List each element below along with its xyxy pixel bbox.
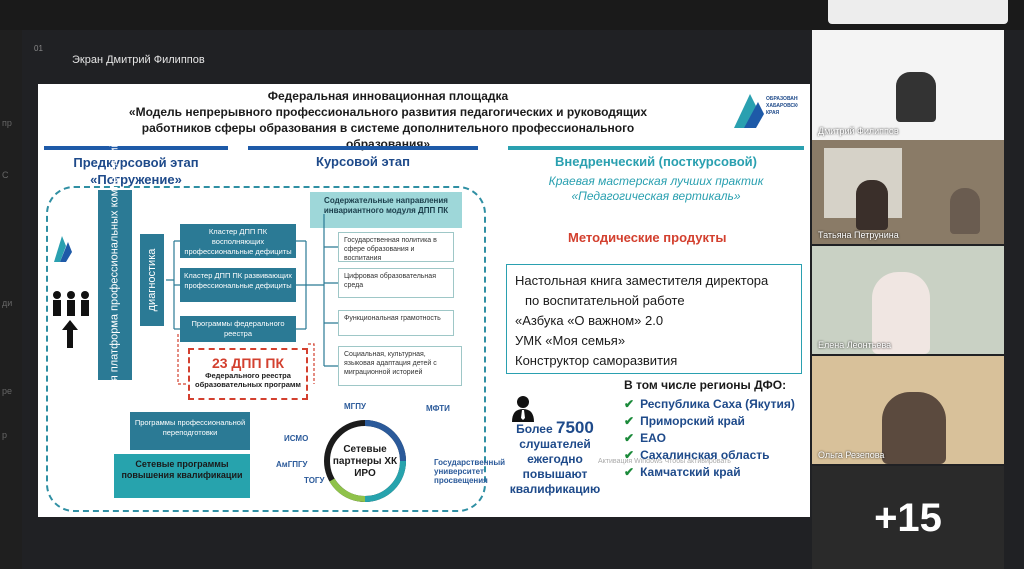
product-item-4: Конструктор саморазвития	[515, 353, 678, 368]
content-item-3: Функциональная грамотность	[338, 310, 454, 336]
partner-mfti: МФТИ	[426, 404, 450, 413]
stage-pre-label: Предкурсовой этап «Погружение»	[73, 155, 199, 187]
slide-title: Федеральная инновационная площадка «Моде…	[108, 88, 668, 152]
partner-gov-university: Государственный университет просвещения	[434, 458, 506, 485]
partner-togu: ТОГУ	[304, 476, 325, 485]
windows-activation-watermark: Активация Windows Чтобы активировать	[598, 458, 731, 465]
check-icon: ✔	[624, 414, 635, 428]
product-item-2: «Азбука «О важном» 2.0	[515, 313, 664, 328]
region-item: ✔Сахалинская область	[624, 448, 770, 462]
arrow-up-icon	[62, 320, 78, 348]
slide-counter: 01	[34, 44, 43, 53]
digital-platform-label: Цифровая платформа профессиональных комп…	[108, 141, 121, 429]
partner-amgpgu: АмГПГУ	[276, 460, 308, 469]
method-products-list: Настольная книга заместителя директора п…	[506, 264, 802, 374]
more-participants-tile[interactable]: +15	[812, 466, 1004, 569]
left-sidebar-strip: пр С ди ре р	[0, 30, 22, 569]
people-icon	[53, 291, 89, 316]
check-icon: ✔	[624, 448, 635, 462]
dpp-caption: Федерального реестра образовательных про…	[195, 371, 301, 389]
region-item: ✔Республика Саха (Якутия)	[624, 397, 795, 411]
participant-name: Елена Леонтьева	[818, 340, 892, 350]
stage-post-label: Внедренческий (посткурсовой)	[555, 154, 757, 169]
small-logo-icon	[54, 236, 72, 262]
listeners-stat: Более 7500 слушателей ежегодно повышают …	[500, 418, 610, 497]
participant-tile-4[interactable]: Ольга Резепова	[812, 356, 1004, 464]
stage-post-subtitle: Краевая мастерская лучших практик «Педаг…	[548, 174, 764, 203]
method-products-title: Методические продукты	[568, 230, 727, 245]
check-icon: ✔	[624, 431, 635, 445]
more-participants-count: +15	[874, 496, 942, 540]
product-item-1: Настольная книга заместителя директора	[515, 273, 769, 288]
cluster-box-2: Кластер ДПП ПК развивающих профессиональ…	[180, 268, 296, 302]
stage-post-course: Внедренческий (посткурсовой) Краевая мас…	[508, 146, 804, 206]
retraining-box: Программы профессиональной переподготовк…	[130, 412, 250, 450]
title-line-2: «Модель непрерывного профессионального р…	[128, 105, 648, 119]
listeners-number: 7500	[555, 418, 594, 437]
partners-circle-icon	[324, 420, 406, 503]
course-stage-frame	[46, 186, 486, 512]
check-icon: ✔	[624, 465, 635, 479]
region-item: ✔ЕАО	[624, 431, 666, 445]
dpp-federal-box: 23 ДПП ПК Федерального реестра образоват…	[188, 348, 308, 400]
participant-tile-1[interactable]: Дмитрий Филиппов	[812, 30, 1004, 140]
stage-course-label: Курсовой этап	[316, 154, 410, 169]
diagnostics-label: диагностика	[146, 248, 158, 312]
regions-list: ✔Республика Саха (Якутия) ✔Приморский кр…	[624, 396, 795, 481]
stage-course: Курсовой этап	[248, 146, 478, 182]
network-programs-box: Сетевые программы повышения квалификации	[114, 454, 250, 498]
regions-title: В том числе регионы ДФО:	[624, 378, 787, 392]
svg-text:ОБРАЗОВАНИЕ: ОБРАЗОВАНИЕ	[766, 96, 798, 102]
product-item-1b: по воспитательной работе	[525, 293, 685, 308]
check-icon: ✔	[624, 397, 635, 411]
participant-name: Ольга Резепова	[818, 450, 885, 460]
screen-share-label: Экран Дмитрий Филиппов	[72, 54, 205, 66]
product-item-3: УМК «Моя семья»	[515, 333, 626, 348]
digital-platform-box: Цифровая платформа профессиональных комп…	[98, 141, 132, 429]
participant-tile-2[interactable]: Татьяна Петрунина	[812, 140, 1004, 244]
participant-tile-3[interactable]: Елена Леонтьева	[812, 246, 1004, 354]
partner-mgpu: МГПУ	[344, 402, 366, 411]
cluster-box-1: Кластер ДПП ПК восполняющих профессионал…	[180, 224, 296, 258]
listeners-caption: слушателей ежегодно повышают квалификаци…	[509, 437, 601, 496]
top-bar	[0, 0, 1024, 30]
partners-center-label: Сетевые партнеры ХК ИРО	[332, 444, 398, 479]
svg-text:КРАЯ: КРАЯ	[766, 110, 780, 116]
stage-pre-course: Предкурсовой этап «Погружение»	[44, 146, 228, 187]
person-icon	[512, 396, 534, 422]
svg-text:ХАБАРОВСКОГО: ХАБАРОВСКОГО	[766, 103, 798, 109]
shared-slide: Федеральная инновационная площадка «Моде…	[38, 84, 810, 517]
education-logo-icon: ОБРАЗОВАНИЕ ХАБАРОВСКОГО КРАЯ	[734, 94, 798, 128]
region-item: ✔Приморский край	[624, 414, 745, 428]
partner-ismo: ИСМО	[284, 434, 309, 443]
participant-name: Дмитрий Филиппов	[818, 126, 899, 136]
content-item-4: Социальная, культурная, языковая адаптац…	[338, 346, 462, 386]
listeners-pre: Более	[516, 422, 553, 436]
content-directions-header: Содержательные направления инвариантного…	[310, 192, 462, 228]
content-item-2: Цифровая образовательная среда	[338, 268, 454, 298]
title-line-1: Федеральная инновационная площадка	[267, 89, 509, 103]
region-item: ✔Камчатский край	[624, 465, 741, 479]
top-banner	[828, 0, 1008, 24]
cluster-box-3: Программы федерального реестра	[180, 316, 296, 342]
participant-name: Татьяна Петрунина	[818, 230, 899, 240]
diagnostics-box: диагностика	[140, 234, 164, 326]
content-item-1: Государственная политика в сфере образов…	[338, 232, 454, 262]
dpp-count: 23 ДПП ПК	[211, 355, 285, 371]
